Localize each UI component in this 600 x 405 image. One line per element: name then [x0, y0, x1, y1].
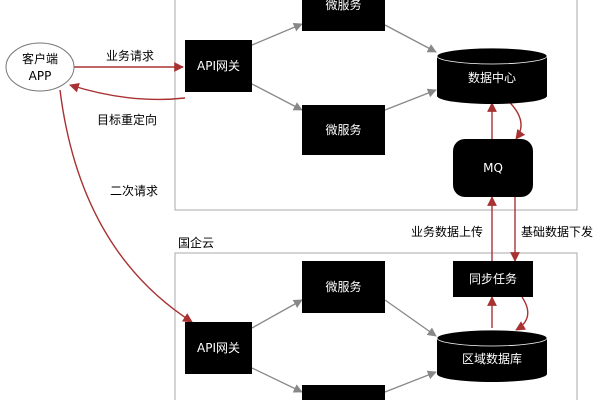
client-label-line1: 客户端	[22, 51, 58, 66]
client-app-node	[5, 42, 75, 92]
micro-service-top-2-node	[302, 105, 385, 155]
basic-download-label: 基础数据下发	[521, 224, 593, 239]
edge-gateway-to-micro-bottom-2	[251, 367, 303, 393]
api-gateway-top-node	[185, 40, 252, 92]
api-gateway-bottom-node	[185, 322, 252, 374]
micro-service-top-1-node	[302, 0, 385, 31]
mq-node	[453, 139, 533, 197]
mq-label: MQ	[483, 161, 503, 175]
second-request-label: 二次请求	[110, 184, 158, 198]
business-upload-label: 业务数据上传	[411, 224, 483, 239]
micro-service-bottom-1-label: 微服务	[325, 279, 361, 294]
state-cloud-label: 国企云	[178, 235, 214, 250]
top-cloud-container	[174, 0, 578, 211]
api-gateway-bottom-label: API网关	[197, 341, 240, 355]
data-center-label: 数据中心	[468, 70, 516, 85]
client-label-line2: APP	[29, 69, 52, 83]
region-database-label: 区域数据库	[462, 351, 522, 366]
sync-task-node	[453, 261, 533, 297]
edge-gateway-to-micro-bottom-1	[251, 299, 303, 329]
edge-gateway-to-micro-top-2	[251, 83, 303, 111]
target-redirect-label: 目标重定向	[97, 112, 157, 127]
micro-service-top-1-label: 微服务	[325, 0, 361, 12]
data-center-node	[436, 47, 548, 104]
edge-gateway-to-micro-top-1	[251, 22, 303, 46]
region-database-node	[436, 329, 548, 382]
edge-target-redirect	[69, 82, 186, 101]
edge-micro-bottom-1-to-regiondb	[384, 299, 437, 337]
edge-second-request	[59, 89, 193, 323]
business-request-label: 业务请求	[106, 48, 154, 63]
micro-service-bottom-2-node	[302, 385, 385, 405]
edge-micro-top-2-to-datacenter	[384, 88, 437, 111]
edge-micro-top-1-to-datacenter	[384, 24, 437, 53]
sync-task-label: 同步任务	[469, 271, 517, 286]
micro-service-bottom-1-node	[302, 261, 385, 313]
edge-sync-to-regiondb	[515, 296, 529, 331]
edge-micro-bottom-2-to-regiondb	[384, 370, 437, 393]
edge-datacenter-to-mq	[504, 97, 526, 140]
api-gateway-top-label: API网关	[197, 59, 240, 73]
micro-service-top-2-label: 微服务	[325, 122, 361, 137]
